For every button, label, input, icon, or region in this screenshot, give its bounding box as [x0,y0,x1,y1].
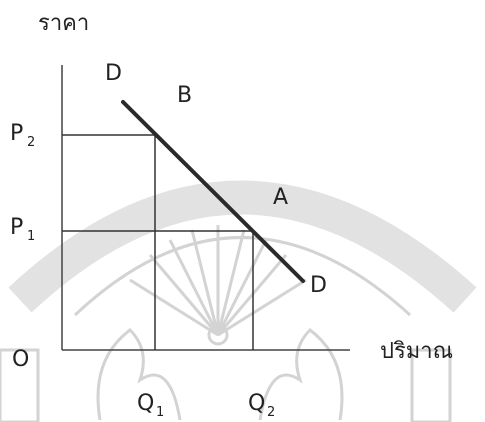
point-b-label: B [177,83,192,108]
q1-label: Q 1 [137,391,164,420]
watermark-outer-arc [8,180,477,313]
p2-label-subscript: 2 [27,135,35,150]
watermark-inner-arc [73,236,412,317]
p2-label: P 2 [10,121,35,150]
q2-label-subscript: 2 [267,405,275,420]
q2-label-base: Q [248,391,265,416]
watermark-center-circle [207,324,229,346]
q2-label: Q 2 [248,391,275,420]
y-axis-label: ราคา [38,11,89,36]
x-axis-label: ปริมาณ [380,339,453,364]
origin-label: O [12,347,29,372]
demand-curve [121,100,305,283]
q1-label-base: Q [137,391,154,416]
point-a-label: A [273,185,288,210]
watermark-left-tower [0,348,40,422]
p2-label-base: P [10,121,23,146]
curve-end-label: D [310,273,327,298]
p1-label: P 1 [10,215,35,244]
p1-label-subscript: 1 [27,229,35,244]
q1-label-subscript: 1 [156,405,164,420]
curve-start-label: D [105,61,122,86]
watermark-right-tower [410,348,452,422]
watermark-rays [129,225,307,337]
p1-label-base: P [10,215,23,240]
